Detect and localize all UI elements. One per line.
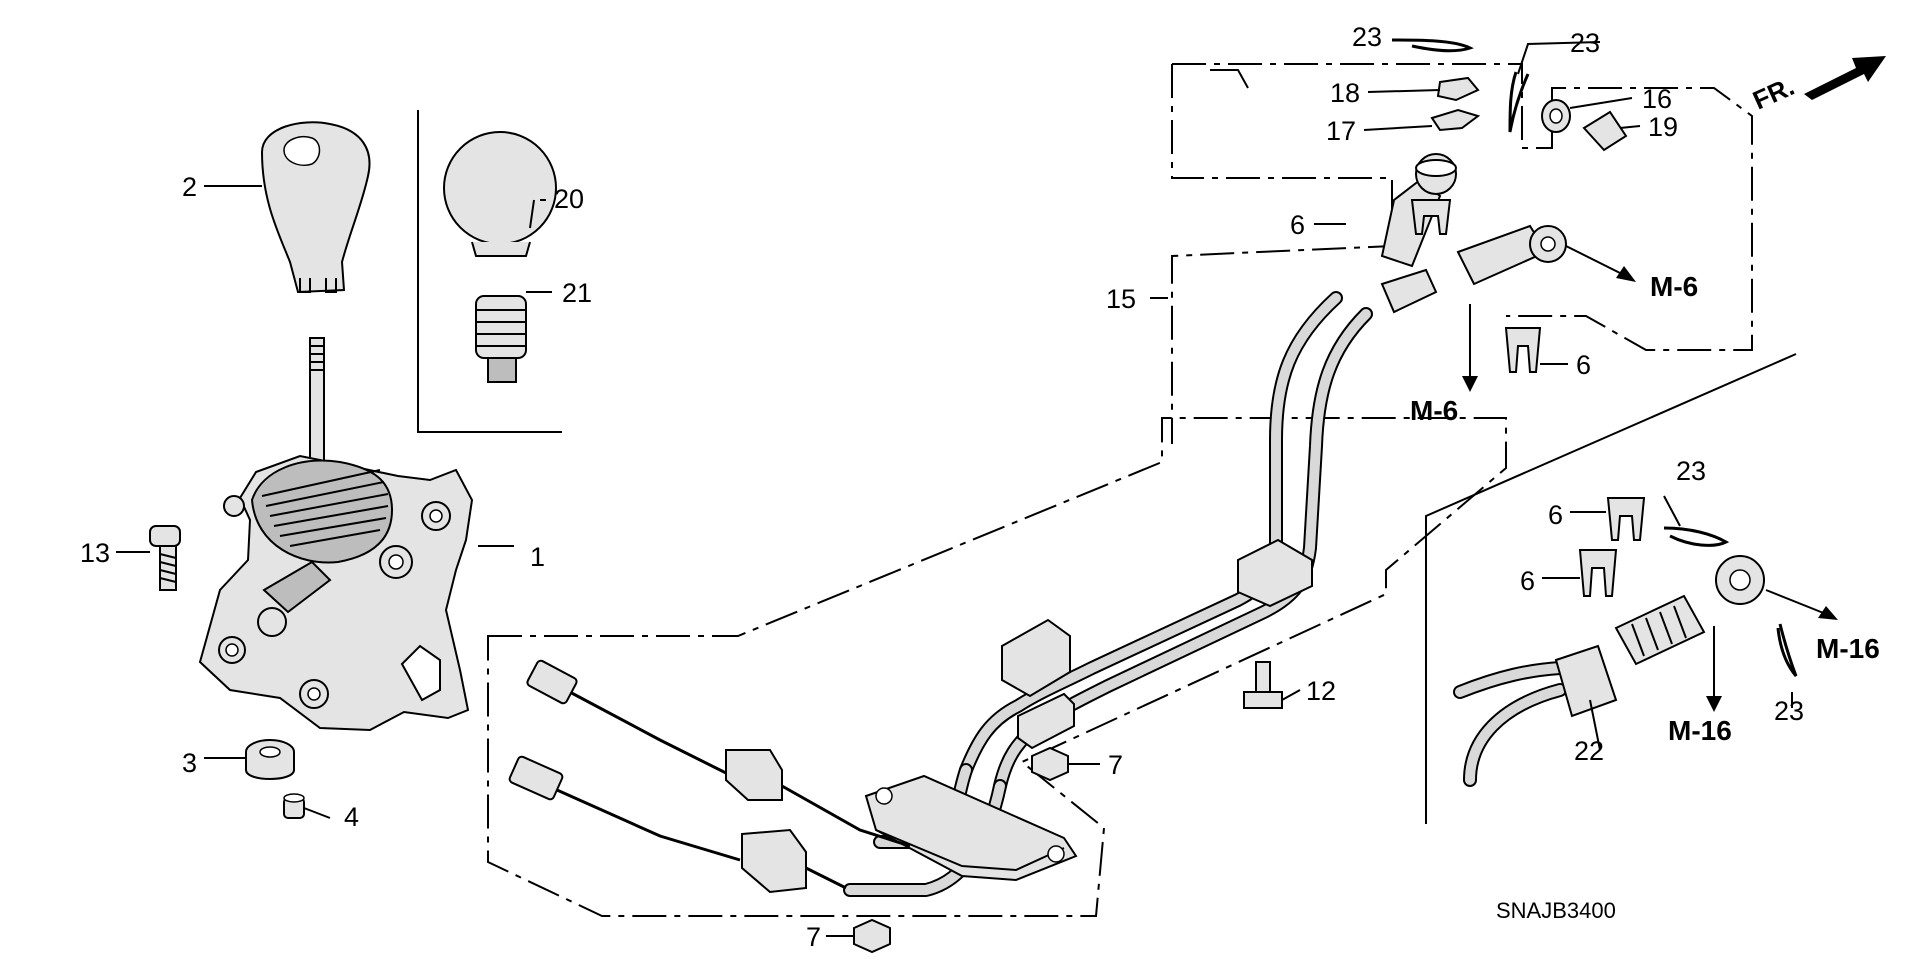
lower-assembly-outline <box>487 417 1507 917</box>
knob-adapter <box>475 295 527 383</box>
lock-clip <box>1410 199 1646 597</box>
callout-23-a: 23 <box>1352 22 1382 52</box>
shift-lever-base <box>198 454 474 732</box>
callout-18: 18 <box>1330 78 1360 108</box>
reference-m6-right: M-6 <box>1650 271 1698 302</box>
callout-6-d: 6 <box>1520 566 1535 596</box>
callout-17: 17 <box>1326 116 1356 146</box>
callout-3: 3 <box>182 748 197 778</box>
reference-labels: M-6 M-6 M-16 M-16 <box>1410 271 1880 746</box>
callout-7-a: 7 <box>1108 750 1123 780</box>
right-assembly-outline <box>1172 63 1753 351</box>
reference-m6-down: M-6 <box>1410 395 1458 426</box>
lever-cable-end-lower <box>508 755 847 894</box>
callout-1: 1 <box>530 542 545 572</box>
flange-bolt <box>1243 661 1283 709</box>
round-shift-knob <box>443 131 557 257</box>
callout-4: 4 <box>344 802 359 832</box>
collar <box>283 793 305 819</box>
optional-knob-box <box>417 110 562 433</box>
callout-23-c: 23 <box>1676 456 1706 486</box>
flange-nut <box>853 746 1069 954</box>
diagram-code: SNAJB3400 <box>1496 898 1616 923</box>
callout-22: 22 <box>1574 736 1604 766</box>
callout-6-b: 6 <box>1576 350 1591 380</box>
inset-divider <box>1425 353 1797 824</box>
callout-6-c: 6 <box>1548 500 1563 530</box>
leader-lines <box>116 41 1793 937</box>
cotter-pin <box>1391 38 1798 677</box>
front-direction-label: FR. <box>1748 71 1798 115</box>
callout-16: 16 <box>1642 84 1672 114</box>
reference-m16-down: M-16 <box>1668 715 1732 746</box>
callout-2: 2 <box>182 172 197 202</box>
bolt <box>149 525 181 591</box>
cable-bushing <box>1582 110 1628 152</box>
callout-7-b: 7 <box>806 922 821 952</box>
transmission-cable-end <box>1380 153 1567 314</box>
callout-20: 20 <box>554 184 584 214</box>
callout-21: 21 <box>562 278 592 308</box>
cable-holder <box>1430 108 1481 132</box>
inset-cable-assembly <box>1453 555 1765 787</box>
cable-bracket <box>864 774 1078 882</box>
callout-23-b: 23 <box>1570 28 1600 58</box>
reference-arrows <box>1462 245 1838 712</box>
washer <box>1541 99 1571 133</box>
callout-6-a: 6 <box>1290 210 1305 240</box>
reference-m16-right: M-16 <box>1816 633 1880 664</box>
callout-13: 13 <box>80 538 110 568</box>
lock-plate <box>1436 76 1480 102</box>
callout-19: 19 <box>1648 112 1678 142</box>
front-direction-arrow <box>1804 56 1886 100</box>
shift-lever-shaft <box>309 337 325 469</box>
cable-clamp <box>1001 538 1313 750</box>
callout-labels: 1 2 3 4 6 6 6 6 7 7 12 13 15 16 17 18 19… <box>80 22 1804 952</box>
callout-23-d: 23 <box>1774 696 1804 726</box>
bushing <box>245 739 295 780</box>
callout-12: 12 <box>1306 676 1336 706</box>
shift-knob <box>260 121 371 294</box>
lever-cable-end-upper <box>526 659 911 848</box>
callout-15: 15 <box>1106 284 1136 314</box>
